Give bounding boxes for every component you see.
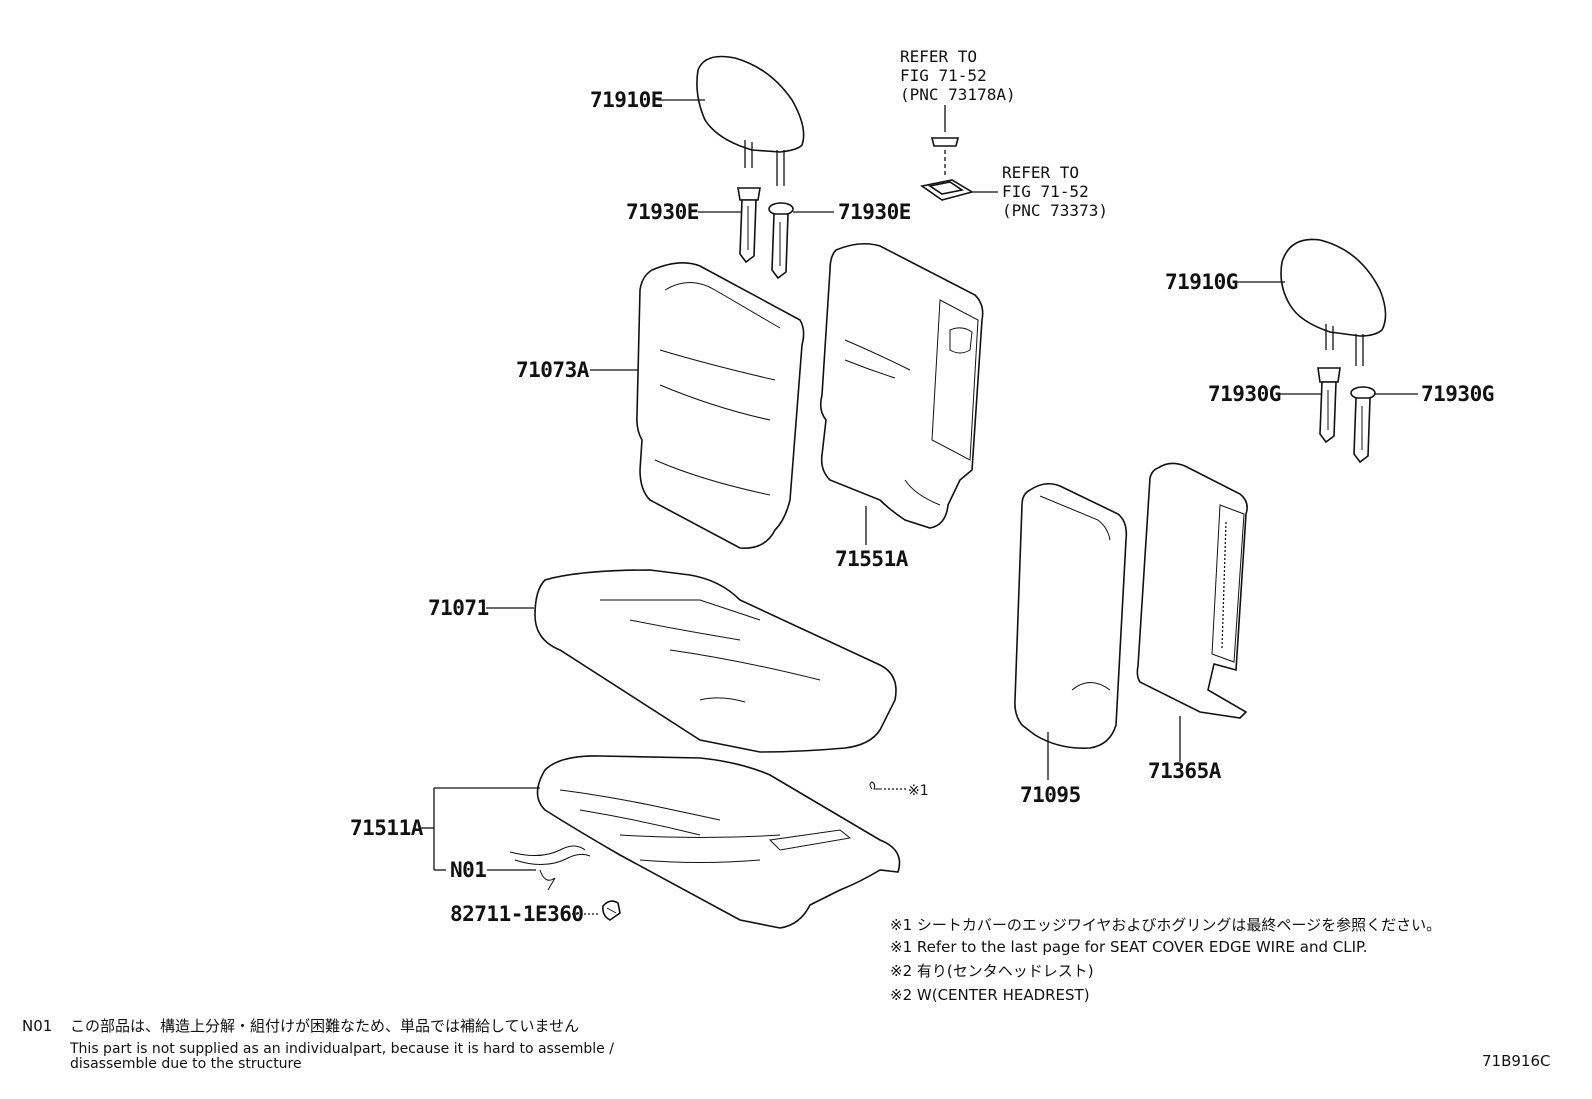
ref1-line1: REFER TO [900, 47, 977, 66]
note-2-en: ※2 W(CENTER HEADREST) [890, 986, 1090, 1004]
part-number-n01[interactable]: N01 [450, 858, 487, 882]
part-number-71511a[interactable]: 71511A [350, 816, 424, 840]
seat-cushion-drawing [534, 569, 897, 753]
part-number-71910e[interactable]: 71910E [590, 88, 663, 112]
ref1-part-drawing [930, 137, 960, 147]
part-number-71551a[interactable]: 71551A [835, 547, 909, 571]
part-number-71930e-left[interactable]: 71930E [626, 200, 699, 224]
part-number-71930g-left[interactable]: 71930G [1208, 382, 1281, 406]
armrest-drawing [1014, 482, 1128, 750]
seat-back-frame-drawing [819, 242, 984, 529]
note-1-jp: ※1 シートカバーのエッジワイヤおよびホグリングは最終ページを参照ください。 [890, 916, 1441, 934]
ref1-line3: (PNC 73178A) [900, 85, 1016, 104]
part-number-71930g-right[interactable]: 71930G [1421, 382, 1494, 406]
ref2-part-drawing [920, 179, 975, 201]
ref1-line2: FIG 71-52 [900, 66, 987, 85]
note-1-en: ※1 Refer to the last page for SEAT COVER… [890, 938, 1367, 956]
part-number-82711-1e360[interactable]: 82711-1E360 [450, 902, 584, 926]
armrest-frame-drawing [1136, 462, 1248, 719]
support-e-right-drawing [768, 202, 794, 280]
part-number-71910g[interactable]: 71910G [1165, 270, 1238, 294]
support-g-left-drawing [1317, 367, 1341, 444]
seat-back-cover-drawing [636, 262, 805, 549]
footer-n01-jp: この部品は、構造上分解・組付けが困難なため、単品では補給していません [70, 1017, 579, 1035]
edge-wire-mark: ※1 [908, 783, 929, 799]
ref2-line2: FIG 71-52 [1002, 182, 1089, 201]
part-number-71930e-right[interactable]: 71930E [838, 200, 911, 224]
part-number-71095[interactable]: 71095 [1020, 783, 1081, 807]
part-number-71073a[interactable]: 71073A [516, 358, 590, 382]
headrest-e-drawing [696, 55, 805, 186]
footer-n01-en-1: This part is not supplied as an individu… [69, 1041, 614, 1057]
part-number-71071[interactable]: 71071 [428, 596, 489, 620]
headrest-g-drawing [1280, 238, 1387, 366]
n01-wire-drawing [509, 845, 591, 891]
part-number-71365a[interactable]: 71365A [1148, 759, 1222, 783]
support-g-right-drawing [1350, 386, 1376, 464]
ref2-line3: (PNC 73373) [1002, 201, 1108, 220]
figure-code: 71B916C [1482, 1052, 1550, 1070]
note-2-jp: ※2 有り(センタヘッドレスト) [890, 962, 1094, 980]
footer-n01-en-2: disassemble due to the structure [70, 1056, 302, 1072]
clip-drawing [602, 900, 621, 921]
footer-n01-label: N01 [22, 1017, 52, 1035]
edge-wire-drawing [869, 781, 882, 790]
cushion-frame-drawing [536, 755, 901, 929]
support-e-left-drawing [737, 187, 761, 264]
ref2-line1: REFER TO [1002, 163, 1079, 182]
